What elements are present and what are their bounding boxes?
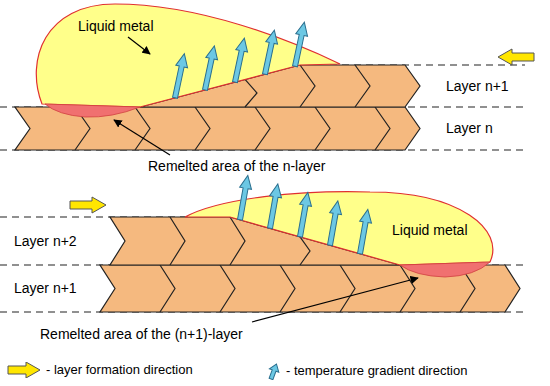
- chevron: [300, 65, 315, 107]
- layer-label: Layer n+2: [14, 233, 77, 250]
- formation-arrow: [70, 197, 106, 213]
- gradient-arrow: [264, 183, 284, 229]
- leader-line: [114, 120, 170, 155]
- leader-line: [128, 37, 150, 54]
- chevron: [375, 107, 390, 150]
- chevron: [340, 265, 355, 312]
- formation-arrow: [498, 49, 534, 65]
- gradient-arrow: [229, 37, 250, 84]
- gradient-arrow: [294, 191, 314, 237]
- formation-arrow-sample: [6, 362, 42, 378]
- chevron: [280, 265, 295, 312]
- melt-pool: [185, 192, 493, 265]
- remelt-label: Remelted area of the n-layer: [148, 158, 325, 175]
- layer-label: Layer n+1: [446, 78, 509, 95]
- chevron: [300, 237, 310, 265]
- chevron: [220, 265, 235, 312]
- chevron: [245, 79, 257, 107]
- chevron: [195, 107, 210, 150]
- gradient-arrow: [266, 362, 281, 380]
- remelted-zone: [400, 262, 490, 277]
- gradient-arrow: [234, 174, 254, 220]
- chevron: [170, 217, 185, 265]
- formation-arrow: [8, 362, 40, 378]
- gradient-arrows: [169, 21, 310, 99]
- leader-line: [252, 278, 418, 322]
- gradient-arrow: [289, 21, 310, 68]
- legend-item: - layer formation direction: [6, 362, 193, 378]
- chevron: [160, 265, 175, 312]
- layer-label: Layer n: [446, 120, 493, 137]
- gradient-arrow: [324, 200, 344, 246]
- gradient-arrow-sample: [262, 362, 282, 380]
- gradient-arrows: [234, 174, 374, 254]
- gradient-arrow: [169, 53, 190, 100]
- chevron: [255, 107, 270, 150]
- pool-label: Liquid metal: [392, 222, 468, 239]
- chevron: [355, 65, 370, 107]
- legend-text: - layer formation direction: [46, 362, 193, 378]
- chevron: [230, 217, 245, 265]
- chevron: [315, 107, 330, 150]
- chevron: [135, 107, 150, 150]
- leader-lines: [114, 37, 418, 322]
- remelted-zone: [45, 104, 140, 117]
- pool-label: Liquid metal: [78, 18, 154, 35]
- gradient-arrow: [259, 29, 280, 76]
- remelt-label: Remelted area of the (n+1)-layer: [40, 326, 243, 343]
- legend-item: - temperature gradient direction: [262, 362, 467, 380]
- gradient-arrow: [199, 45, 220, 92]
- melt-pool: [36, 4, 340, 107]
- gradient-arrow: [354, 208, 374, 254]
- legend-text: - temperature gradient direction: [286, 363, 467, 379]
- layer-label: Layer n+1: [14, 280, 77, 297]
